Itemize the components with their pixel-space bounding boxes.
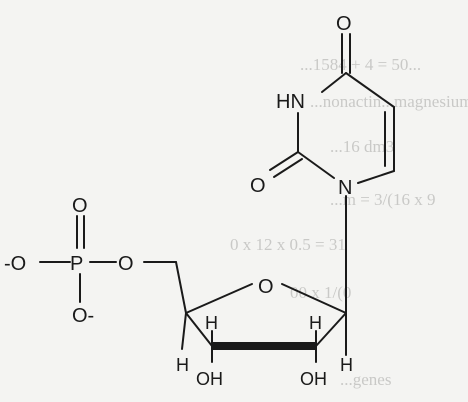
- atom-o-bottom: O-: [72, 305, 94, 327]
- bond-c4prime-o4prime: [185, 283, 253, 314]
- bond-c4prime-c3prime: [185, 312, 213, 347]
- bond-c1prime-c2prime: [315, 312, 347, 347]
- bond-c4-n3: [321, 72, 347, 93]
- ghost-text-1: ...1584 + 4 = 50...: [300, 55, 421, 74]
- atom-o4prime: O: [258, 276, 274, 298]
- atom-o-left: -O: [4, 253, 26, 275]
- atom-oh-c2prime: OH: [300, 369, 327, 389]
- ghost-text-6: 00 x 1/(0: [290, 283, 351, 302]
- atom-p: P: [70, 253, 83, 275]
- bond-o4prime-c1prime: [281, 283, 347, 314]
- atom-h-c3prime: H: [205, 313, 218, 333]
- ribose-ring-bonds: [143, 261, 347, 363]
- phosphate-group: -O P O O O-: [4, 195, 134, 327]
- uracil-ring-bonds: [269, 33, 395, 313]
- atom-o-bridge: O: [118, 253, 134, 275]
- bond-c4prime-h: [181, 312, 187, 350]
- ghost-text-2: ...nonactin...magnesium...: [310, 92, 468, 111]
- atom-oh-c3prime: OH: [196, 369, 223, 389]
- atom-o-top: O: [72, 195, 88, 217]
- atom-h-c1prime: H: [340, 355, 353, 375]
- bond-c4-c5: [345, 72, 395, 108]
- ghost-text-4: ...m = 3/(16 x 9: [330, 190, 435, 209]
- atom-o2: O: [250, 175, 266, 197]
- bond-c2-o2b: [273, 158, 303, 178]
- atom-h-c4prime: H: [176, 355, 189, 375]
- bond-c6-n1: [357, 170, 395, 184]
- ghost-text-5: 0 x 12 x 0.5 = 31: [230, 235, 346, 254]
- ribose-atom-labels: O H H H H OH OH: [176, 276, 353, 389]
- atom-nh3: HN: [276, 91, 305, 113]
- uracil-atom-labels: O HN O N: [250, 13, 352, 199]
- ghost-text-7: ...genes: [340, 370, 391, 389]
- background-bleed-text: ...1584 + 4 = 50... ...nonactin...magnes…: [230, 55, 468, 389]
- atom-h-c2prime: H: [309, 313, 322, 333]
- ghost-text-3: ...16 dm3: [330, 137, 394, 156]
- atom-o4: O: [336, 13, 352, 35]
- bond-c2-n1: [297, 151, 335, 179]
- atom-n1: N: [338, 177, 352, 199]
- bond-c2-o2a: [269, 151, 299, 171]
- bond-c4prime-c5prime: [175, 261, 187, 314]
